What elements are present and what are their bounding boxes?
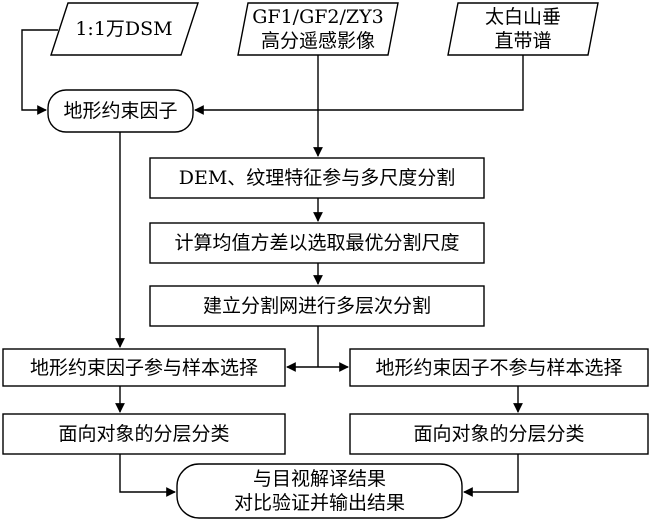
final-shape [176,463,463,519]
veg-input-shape [447,2,599,56]
right-classify-shape [349,413,649,455]
left-sample-label: 地形约束因子参与样本选择 [29,356,258,379]
hierarchy-shape [149,285,485,327]
imagery-input-shape [237,2,399,56]
hierarchy-label: 建立分割网进行多层次分割 [202,295,431,317]
segmentation-shape [149,157,485,199]
hierarchy-node: 建立分割网进行多层次分割 [150,286,484,326]
left-sample-node: 地形约束因子参与样本选择 [3,349,285,386]
final-line1: 与目视解译结果 [252,468,386,490]
right-sample-shape [349,348,649,387]
scale-select-node: 计算均值方差以选取最优分割尺度 [150,223,484,263]
segmentation-label: DEM、纹理特征参与多尺度分割 [178,167,456,189]
right-sample-label: 地形约束因子不参与样本选择 [375,356,623,379]
terrain-factor-label: 地形约束因子 [63,100,178,122]
imagery-input-line1: GF1/GF2/ZY3 [252,6,384,28]
veg-input-line1: 太白山垂 [484,6,561,28]
imagery-input-line2: 高分遥感影像 [260,30,375,52]
left-classify-to-final-arrow [119,454,176,497]
right-sample-node: 地形约束因子不参与样本选择 [350,349,648,386]
left-classify-shape [2,413,286,455]
final-line2: 对比验证并输出结果 [233,492,405,514]
left-sample-shape [2,348,286,387]
veg-input-line2: 直带谱 [494,30,552,52]
dsm-input-shape [50,2,199,56]
segmentation-node: DEM、纹理特征参与多尺度分割 [150,158,484,198]
veg-to-terrain-arrow [194,55,524,115]
right-classify-label: 面向对象的分层分类 [413,423,585,445]
right-classify-to-final-arrow [463,454,519,497]
left-classify-label: 面向对象的分层分类 [58,423,230,445]
imagery-input-node: GF1/GF2/ZY3 高分遥感影像 [243,3,393,55]
scale-select-label: 计算均值方差以选取最优分割尺度 [174,232,460,254]
final-node: 与目视解译结果 对比验证并输出结果 [177,464,462,518]
veg-input-node: 太白山垂 直带谱 [453,3,593,55]
dsm-input-node: 1:1万DSM [58,3,190,55]
dsm-input-label: 1:1万DSM [75,18,173,40]
left-classify-node: 面向对象的分层分类 [3,414,285,454]
scale-select-shape [149,222,485,264]
right-classify-node: 面向对象的分层分类 [350,414,648,454]
dsm-to-terrain-arrow [21,29,58,115]
terrain-factor-node: 地形约束因子 [48,90,193,132]
